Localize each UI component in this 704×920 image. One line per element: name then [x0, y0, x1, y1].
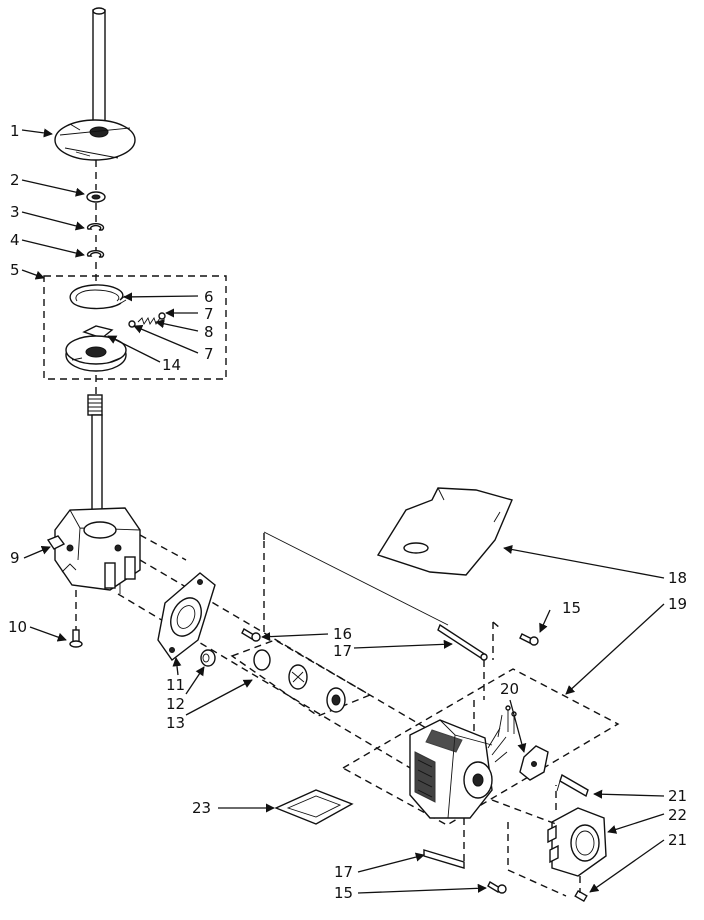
- part-3-clip: [86, 222, 105, 231]
- part-16-screw: [241, 628, 261, 642]
- callout-20: 20: [500, 680, 519, 698]
- callout-11: 11: [166, 676, 185, 694]
- part-10-screw: [69, 590, 83, 648]
- callout-3: 3: [10, 203, 20, 221]
- assembly-5-box: [43, 275, 227, 380]
- callout-10: 10: [8, 618, 27, 636]
- part-1-shaft-and-plate: [54, 7, 136, 161]
- callout-15-lower: 15: [334, 884, 353, 902]
- callout-17-lower: 17: [334, 863, 353, 881]
- assembly-19-box: [341, 668, 620, 826]
- part-21-clip-lower: [574, 889, 588, 903]
- part-11-mounting-bracket: [157, 572, 216, 662]
- callout-7-upper: 7: [204, 305, 214, 323]
- part-20-switch: [497, 705, 549, 781]
- callout-8: 8: [204, 323, 214, 341]
- part-19-motor: [409, 719, 508, 819]
- part-18-shield: [376, 487, 513, 576]
- callout-9: 9: [10, 549, 20, 567]
- callout-1: 1: [10, 122, 20, 140]
- callout-13: 13: [166, 714, 185, 732]
- part-12-bushing: [200, 649, 216, 667]
- callout-16: 16: [333, 625, 352, 643]
- part-6-split-ring: [69, 284, 127, 310]
- part-4-ring: [86, 249, 105, 258]
- part-9-gearcase: [46, 394, 141, 594]
- part-22-pump-cover: [547, 807, 607, 877]
- part-17-rod-upper: [437, 623, 488, 662]
- callout-5: 5: [10, 261, 20, 279]
- part-14-clutch: [65, 325, 127, 372]
- part-17-rod-lower: [423, 818, 465, 869]
- part-13-coupling-set: [253, 649, 346, 713]
- callout-21-lower: 21: [668, 831, 687, 849]
- callout-23: 23: [192, 799, 211, 817]
- part-8-spring: [128, 312, 166, 328]
- callout-22: 22: [668, 806, 687, 824]
- callout-19: 19: [668, 595, 687, 613]
- callout-12: 12: [166, 695, 185, 713]
- leader-lines: [21, 128, 665, 894]
- callout-21-upper: 21: [668, 787, 687, 805]
- callout-17-upper: 17: [333, 642, 352, 660]
- part-15-screw-upper: [519, 633, 539, 646]
- part-15-screw-lower: [487, 881, 507, 894]
- callout-15-upper: 15: [562, 599, 581, 617]
- callout-14: 14: [162, 356, 181, 374]
- callout-18: 18: [668, 569, 687, 587]
- callout-4: 4: [10, 231, 20, 249]
- part-23-gasket: [274, 789, 354, 825]
- assembly-13-box: [230, 639, 372, 717]
- callout-7-lower: 7: [204, 345, 214, 363]
- callout-2: 2: [10, 171, 20, 189]
- part-21-clip-upper: [556, 773, 589, 798]
- callout-6: 6: [204, 288, 214, 306]
- part-2-washer: [86, 191, 106, 203]
